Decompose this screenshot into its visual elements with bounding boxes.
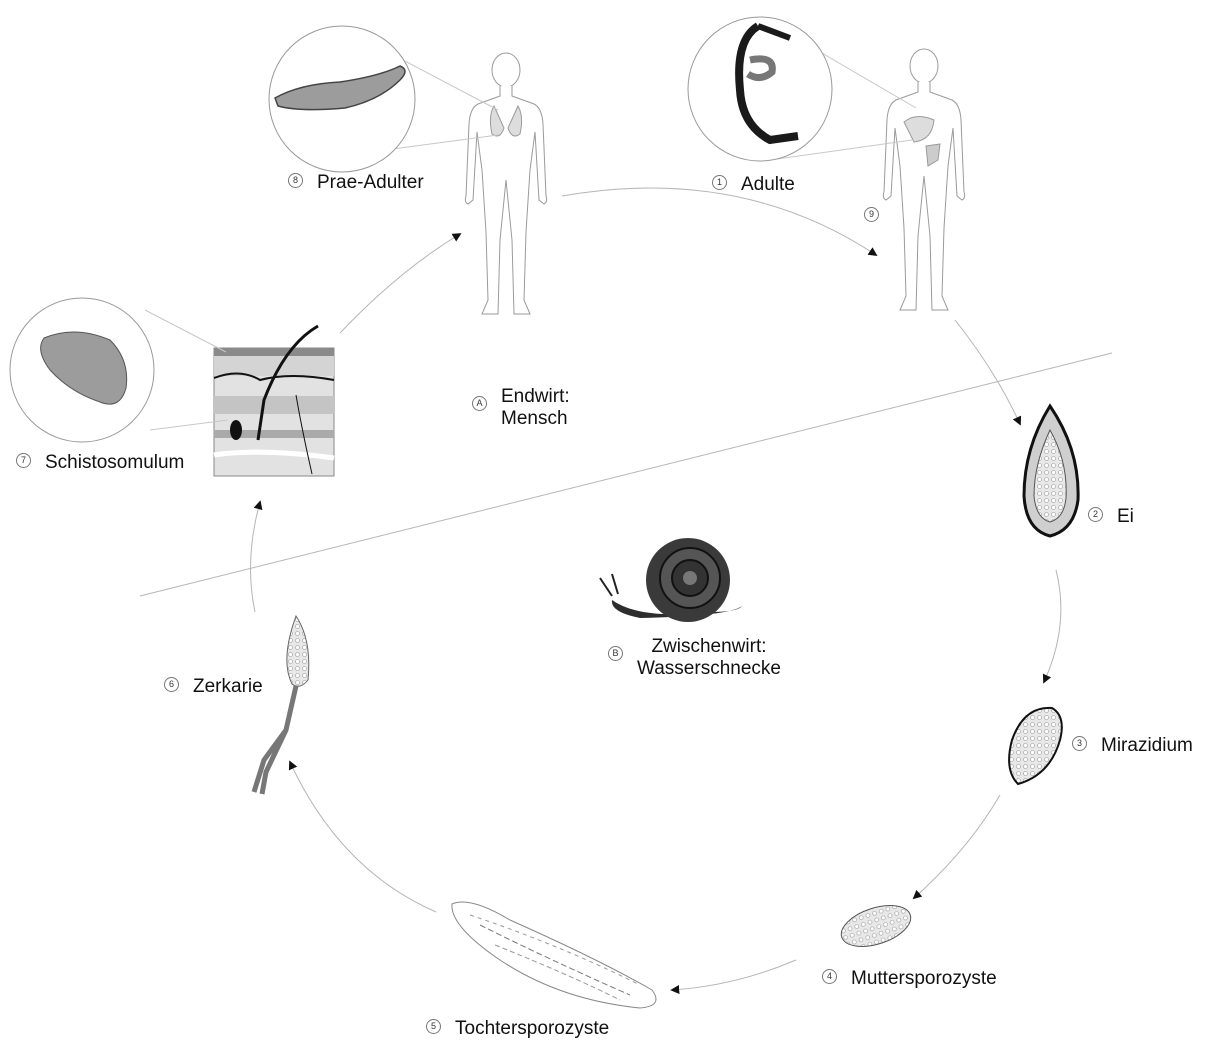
miracidium-icon bbox=[1009, 708, 1062, 784]
stage-name: Prae-Adulter bbox=[317, 172, 424, 193]
snail-icon bbox=[600, 538, 742, 622]
stage-number-badge: 9 bbox=[864, 207, 879, 222]
host-title: Endwirt: bbox=[501, 386, 570, 407]
stage-number-badge: 8 bbox=[288, 173, 303, 188]
host-title: Zwischenwirt: bbox=[651, 636, 766, 657]
stage-name: Tochtersporozyste bbox=[455, 1018, 609, 1039]
arrow-7-to-8 bbox=[340, 234, 460, 333]
stage-name: Schistosomulum bbox=[45, 452, 184, 473]
human-figure-right-icon bbox=[883, 49, 964, 310]
human-figure-left-icon bbox=[465, 53, 546, 314]
mother-sporocyst-icon bbox=[836, 898, 916, 954]
stage-name: Ei bbox=[1117, 506, 1134, 527]
stage-label-prae-adulter: 8 Prae-Adulter bbox=[288, 172, 424, 194]
host-letter-badge: B bbox=[608, 646, 623, 661]
arrow-5-to-6 bbox=[290, 762, 436, 912]
host-label-intermediate: B Zwischenwirt:Wasserschnecke bbox=[608, 636, 781, 680]
arrow-6-to-7 bbox=[251, 502, 260, 612]
egg-icon bbox=[1024, 406, 1078, 536]
arrow-1-to-2 bbox=[955, 320, 1020, 424]
daughter-sporocyst-icon bbox=[452, 902, 656, 1008]
arrow-8-to-1 bbox=[562, 188, 876, 255]
host-label-definitive: A Endwirt:Mensch bbox=[472, 386, 570, 430]
stage-name: Adulte bbox=[741, 174, 795, 195]
stage-label-adulte: 1 Adulte bbox=[712, 174, 795, 196]
stage-label-9: 9 bbox=[864, 206, 893, 228]
arrow-2-to-3 bbox=[1044, 570, 1061, 682]
stage-number-badge: 6 bbox=[164, 677, 179, 692]
host-letter-badge: A bbox=[472, 396, 487, 411]
stage-number-badge: 4 bbox=[822, 969, 837, 984]
stage-label-mirazidium: 3 Mirazidium bbox=[1072, 735, 1193, 757]
cercaria-icon bbox=[254, 616, 309, 794]
skin-section-icon bbox=[214, 326, 334, 476]
arrow-4-to-5 bbox=[672, 960, 796, 990]
host-species: Mensch bbox=[501, 408, 568, 429]
stage-label-muttersporozyste: 4 Muttersporozyste bbox=[822, 968, 997, 990]
arrow-3-to-4 bbox=[914, 795, 1000, 898]
stage-name: Zerkarie bbox=[193, 676, 263, 697]
stage-label-schistosomulum: 7 Schistosomulum bbox=[16, 452, 184, 474]
stage-label-zerkarie: 6 Zerkarie bbox=[164, 676, 263, 698]
stage-name: Muttersporozyste bbox=[851, 968, 997, 989]
stage-number-badge: 5 bbox=[426, 1019, 441, 1034]
stage-number-badge: 1 bbox=[712, 175, 727, 190]
stage-name: Mirazidium bbox=[1101, 735, 1193, 756]
stage-number-badge: 3 bbox=[1072, 736, 1087, 751]
stage-number-badge: 7 bbox=[16, 453, 31, 468]
stage-number-badge: 2 bbox=[1088, 507, 1103, 522]
stage-label-tochtersporozyste: 5 Tochtersporozyste bbox=[426, 1018, 609, 1040]
adulte-zoom-circle bbox=[688, 17, 832, 161]
host-species: Wasserschnecke bbox=[637, 658, 781, 679]
stage-label-ei: 2 Ei bbox=[1088, 506, 1134, 528]
